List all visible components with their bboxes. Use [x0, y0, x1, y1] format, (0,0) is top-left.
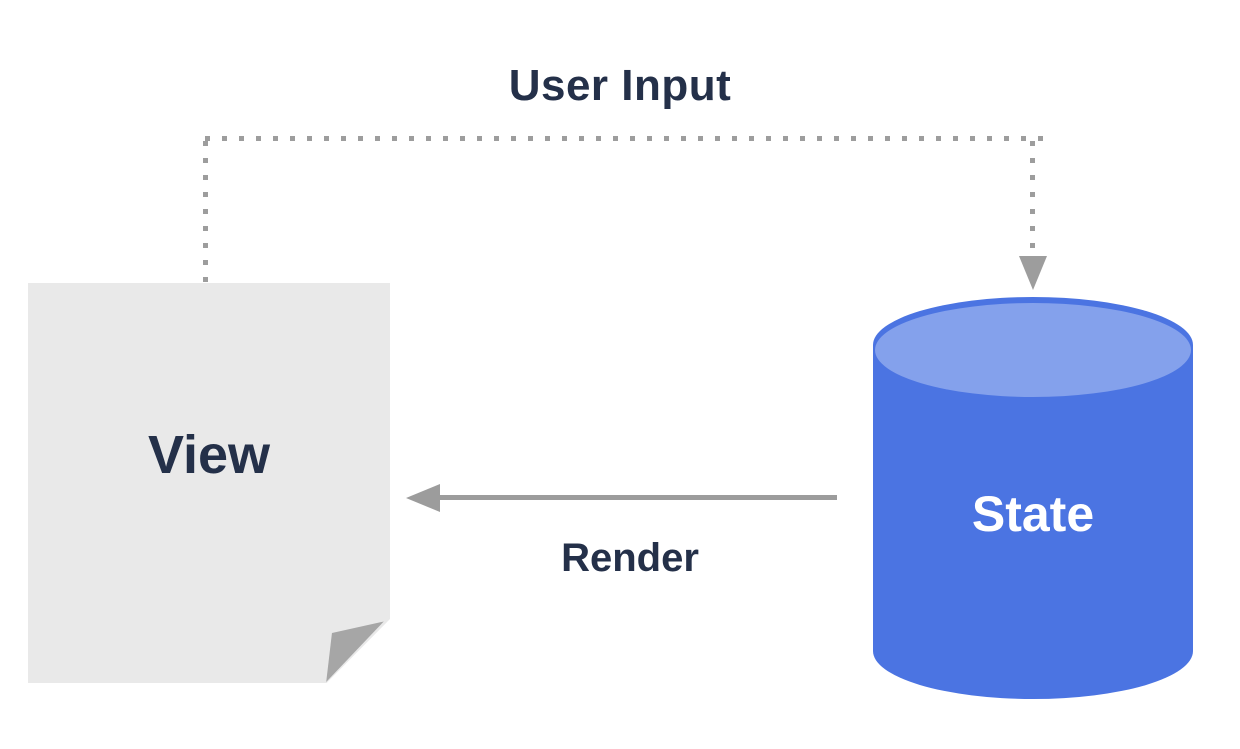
arrowhead-left-icon	[406, 484, 440, 512]
state-node-label: State	[971, 486, 1095, 542]
state-node: State	[873, 297, 1193, 699]
view-node	[28, 283, 390, 683]
user-input-dotted-line-right	[1030, 141, 1035, 256]
user-input-edge-label: User Input	[508, 61, 732, 110]
user-input-dotted-line-top	[205, 136, 1043, 141]
cylinder-body	[873, 345, 1193, 699]
arrowhead-down-icon	[1019, 256, 1047, 290]
render-edge-label: Render	[561, 536, 699, 580]
cylinder-top-face	[875, 303, 1191, 397]
render-arrow-line	[430, 495, 837, 500]
user-input-dotted-line-left	[203, 141, 208, 283]
view-node-label: View	[147, 425, 271, 485]
